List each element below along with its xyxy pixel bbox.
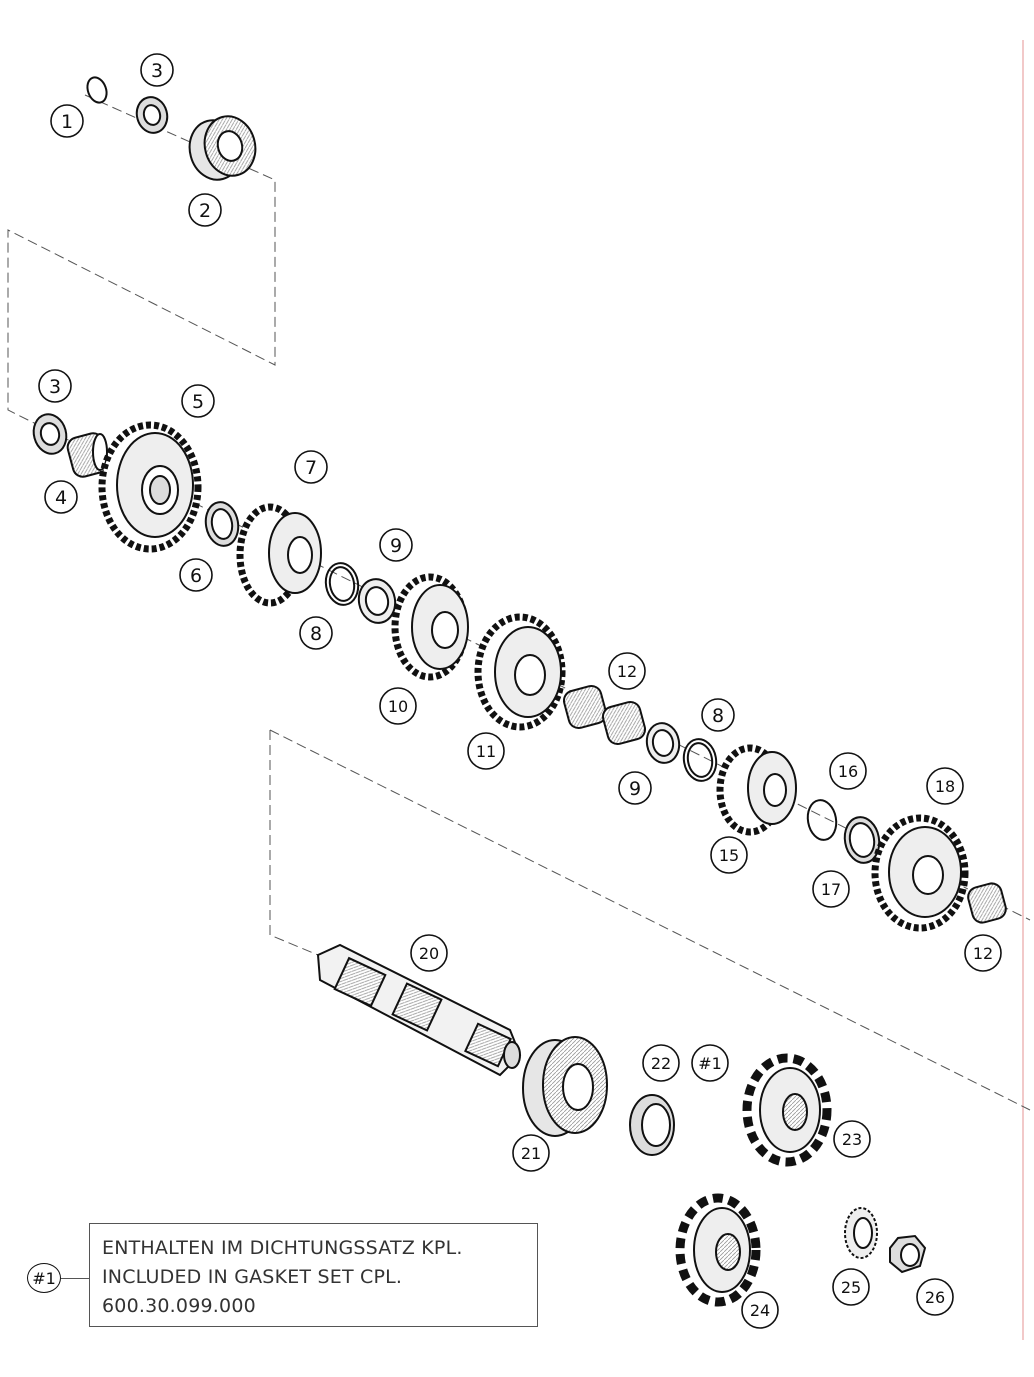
- callout-9-right[interactable]: 9: [618, 771, 652, 805]
- svg-text:3: 3: [49, 376, 61, 398]
- callout-22[interactable]: 22: [642, 1044, 680, 1082]
- gasket-set-note: ENTHALTEN IM DICHTUNGSSATZ KPL. INCLUDED…: [89, 1223, 538, 1327]
- circlip-part-1[interactable]: [84, 75, 110, 106]
- washer-part-6[interactable]: [202, 500, 241, 549]
- svg-text:20: 20: [419, 944, 439, 963]
- callout-16[interactable]: 16: [829, 752, 867, 790]
- snap-ring-part-8-right[interactable]: [681, 737, 720, 784]
- sprocket-part-23[interactable]: [742, 1053, 832, 1167]
- part-callouts: 1 3 2 3 5 4 7 6 9 8 10 11 12 8 9 16 18 1…: [38, 53, 1002, 1329]
- callout-ref-1[interactable]: #1: [691, 1044, 729, 1082]
- svg-text:#1: #1: [698, 1054, 722, 1073]
- svg-text:3: 3: [151, 60, 163, 82]
- note-part-number: 600.30.099.000: [102, 1295, 256, 1317]
- sprocket-part-24[interactable]: [675, 1193, 761, 1307]
- svg-text:17: 17: [821, 880, 841, 899]
- lock-washer-part-25[interactable]: [844, 1207, 878, 1259]
- callout-7[interactable]: 7: [294, 450, 328, 484]
- svg-text:9: 9: [390, 535, 402, 557]
- svg-text:22: 22: [651, 1054, 671, 1073]
- washer-part-17[interactable]: [841, 814, 882, 865]
- gear-part-18[interactable]: [871, 814, 969, 932]
- svg-text:9: 9: [629, 778, 641, 800]
- washer-part-3-top[interactable]: [133, 94, 171, 137]
- svg-text:25: 25: [841, 1278, 861, 1297]
- snap-ring-part-8-left[interactable]: [323, 561, 362, 608]
- note-leader-line: [61, 1278, 89, 1279]
- callout-6[interactable]: 6: [179, 558, 213, 592]
- page-edge-line: [1022, 40, 1024, 1340]
- svg-text:1: 1: [61, 111, 73, 133]
- callout-17[interactable]: 17: [812, 870, 850, 908]
- callout-11[interactable]: 11: [467, 732, 505, 770]
- needle-bearing-part-4[interactable]: [65, 431, 110, 479]
- main-shaft-part-20[interactable]: [316, 943, 522, 1077]
- bearing-part-2[interactable]: [183, 111, 262, 186]
- assembly-axis-lines: [7, 94, 1031, 1111]
- callout-3-top[interactable]: 3: [140, 53, 174, 87]
- svg-text:18: 18: [935, 777, 955, 796]
- circlip-part-16[interactable]: [805, 798, 840, 842]
- svg-text:15: 15: [719, 846, 739, 865]
- svg-text:16: 16: [838, 762, 858, 781]
- svg-text:6: 6: [190, 565, 202, 587]
- nut-part-26[interactable]: [889, 1234, 927, 1274]
- callout-3-middle[interactable]: 3: [38, 369, 72, 403]
- gear-part-7[interactable]: [236, 503, 322, 607]
- callout-8-right[interactable]: 8: [701, 698, 735, 732]
- svg-text:8: 8: [712, 705, 724, 727]
- gear-part-10[interactable]: [391, 573, 469, 681]
- lock-washer-part-9-right[interactable]: [644, 721, 682, 766]
- note-line-german: ENTHALTEN IM DICHTUNGSSATZ KPL.: [102, 1237, 463, 1259]
- callout-12-bottom[interactable]: 12: [964, 934, 1002, 972]
- callout-9-left[interactable]: 9: [379, 528, 413, 562]
- gear-part-15[interactable]: [716, 744, 797, 836]
- svg-text:10: 10: [388, 697, 408, 716]
- callout-10[interactable]: 10: [379, 687, 417, 725]
- svg-text:2: 2: [199, 200, 211, 222]
- needle-bearing-part-12-b[interactable]: [966, 881, 1008, 925]
- needle-bearing-part-12-a[interactable]: [562, 684, 648, 747]
- callout-23[interactable]: 23: [833, 1120, 871, 1158]
- gear-part-11[interactable]: [474, 613, 566, 731]
- bearing-part-21[interactable]: [522, 1036, 608, 1137]
- note-line-english: INCLUDED IN GASKET SET CPL.: [102, 1266, 403, 1288]
- callout-2[interactable]: 2: [188, 193, 222, 227]
- svg-text:23: 23: [842, 1130, 862, 1149]
- callout-12-top[interactable]: 12: [608, 652, 646, 690]
- callout-5[interactable]: 5: [181, 384, 215, 418]
- svg-text:5: 5: [192, 391, 204, 413]
- svg-text:11: 11: [476, 742, 496, 761]
- callout-1[interactable]: 1: [50, 104, 84, 138]
- svg-text:12: 12: [617, 662, 637, 681]
- lock-washer-part-9-left[interactable]: [355, 576, 398, 626]
- callout-20[interactable]: 20: [410, 934, 448, 972]
- washer-part-3-middle[interactable]: [29, 411, 70, 458]
- callout-18[interactable]: 18: [926, 767, 964, 805]
- svg-text:24: 24: [750, 1301, 770, 1320]
- callout-24[interactable]: 24: [741, 1291, 779, 1329]
- gear-part-5[interactable]: [98, 421, 202, 553]
- svg-text:12: 12: [973, 944, 993, 963]
- seal-part-22[interactable]: [629, 1094, 675, 1156]
- callout-25[interactable]: 25: [832, 1268, 870, 1306]
- svg-text:21: 21: [521, 1144, 541, 1163]
- callout-15[interactable]: 15: [710, 836, 748, 874]
- svg-text:26: 26: [925, 1288, 945, 1307]
- callout-4[interactable]: 4: [44, 480, 78, 514]
- svg-text:7: 7: [305, 457, 317, 479]
- svg-text:4: 4: [55, 487, 67, 509]
- note-reference-marker: #1: [27, 1263, 61, 1293]
- svg-text:8: 8: [310, 623, 322, 645]
- callout-8-left[interactable]: 8: [299, 616, 333, 650]
- callout-26[interactable]: 26: [916, 1278, 954, 1316]
- callout-21[interactable]: 21: [512, 1134, 550, 1172]
